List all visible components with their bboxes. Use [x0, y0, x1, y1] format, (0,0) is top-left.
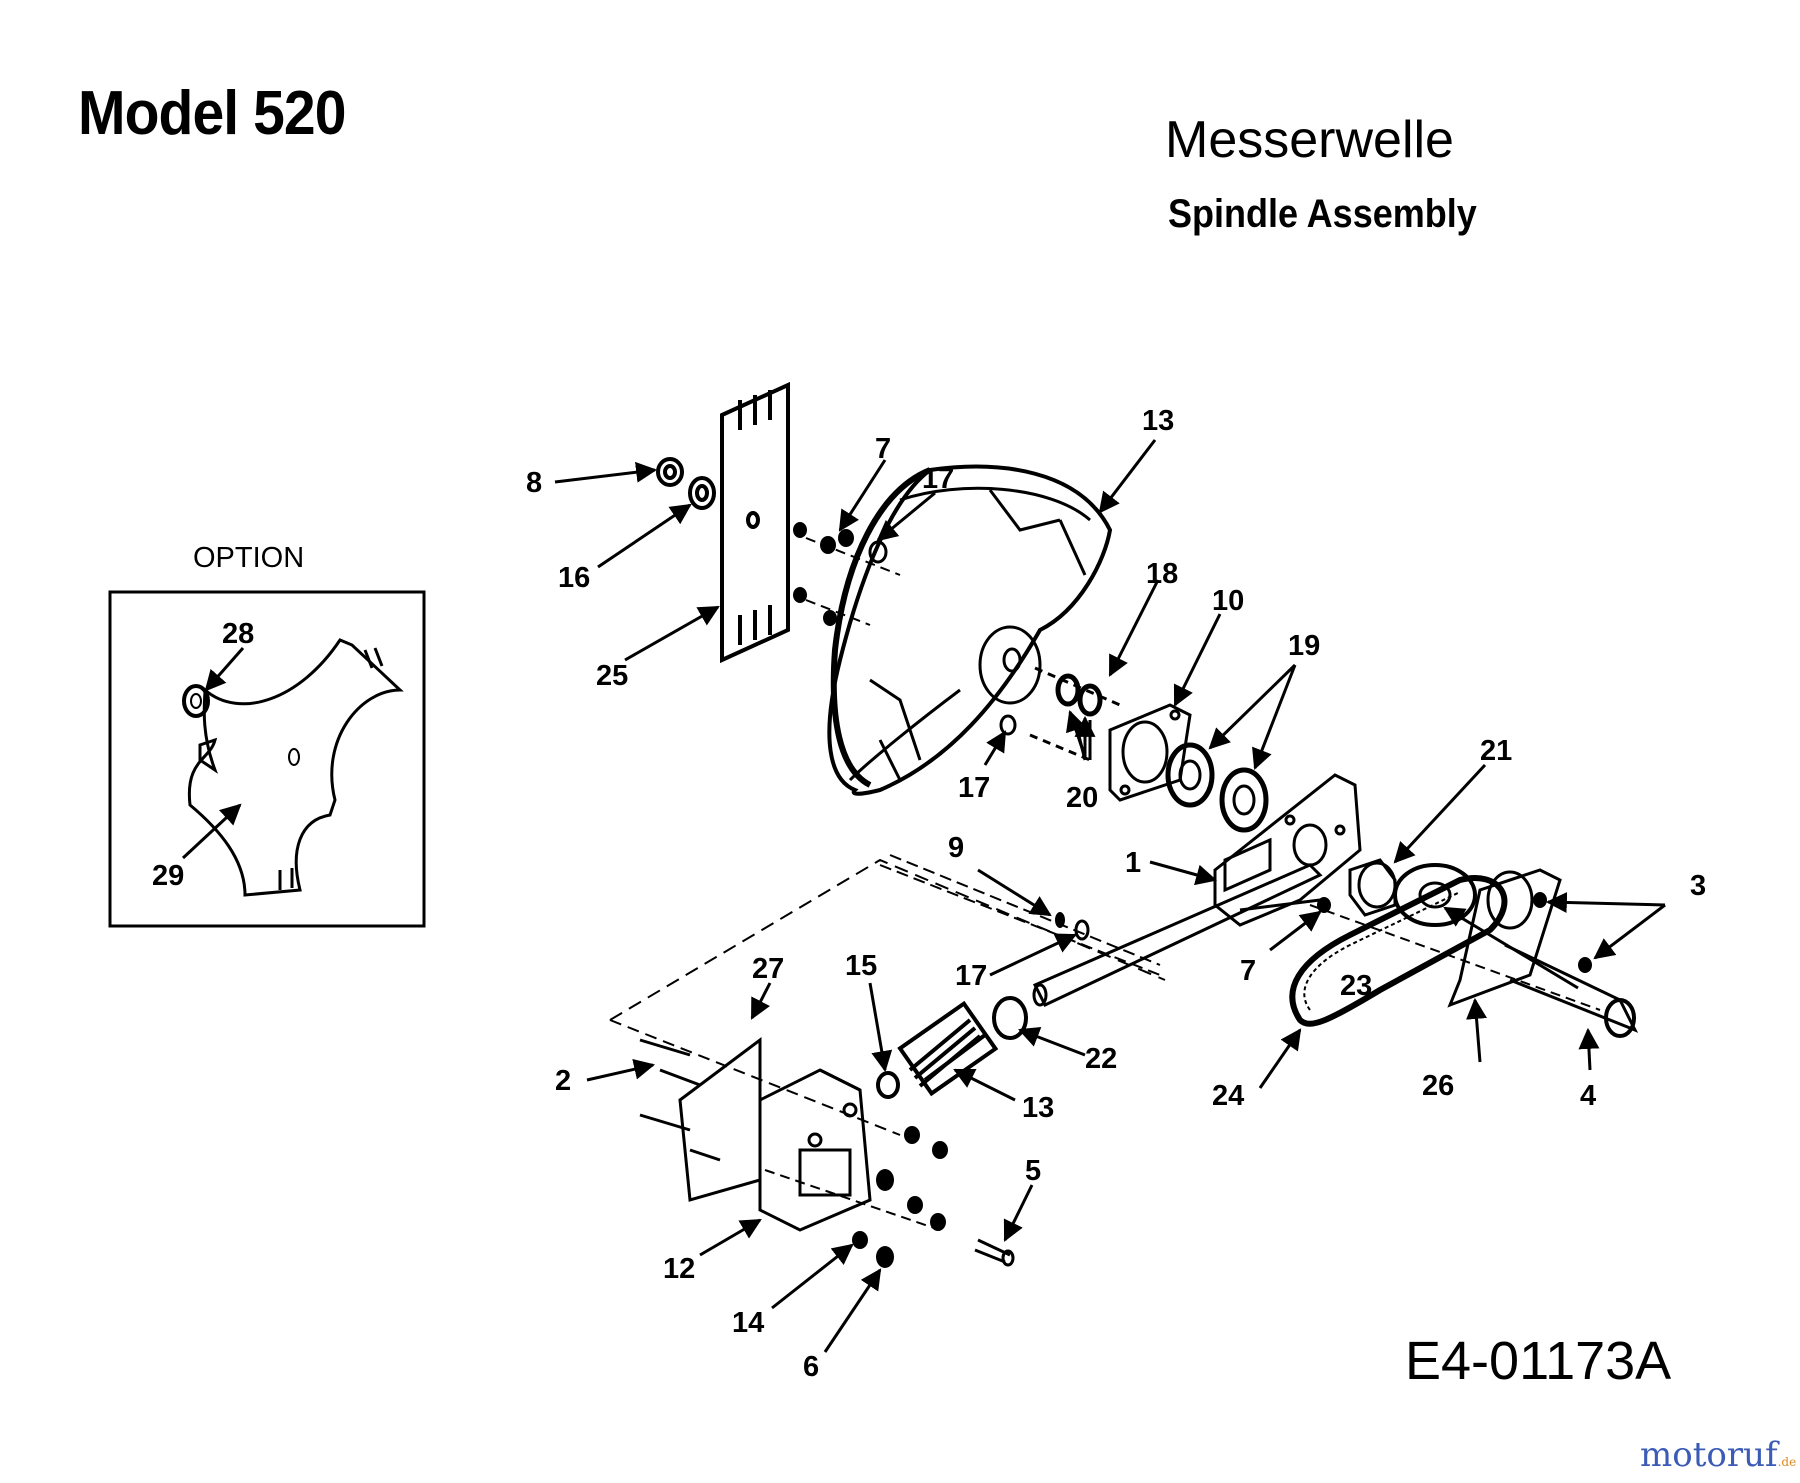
- option-box: [108, 590, 426, 928]
- callout-25: 25: [596, 660, 628, 692]
- callout-27: 27: [752, 953, 784, 985]
- bolt-part: [639, 1038, 721, 1162]
- callout-3: 3: [1690, 870, 1706, 902]
- option-label: OPTION: [193, 542, 305, 574]
- fastener-hardware: [793, 522, 854, 626]
- callout-19: 19: [1288, 630, 1320, 662]
- callout-9: 9: [948, 832, 964, 864]
- spindle-shaft-part: [1032, 863, 1323, 1007]
- callout-16: 16: [558, 562, 590, 594]
- callout-4: 4: [1580, 1080, 1596, 1112]
- assembly-title-german: Messerwelle: [1165, 111, 1454, 169]
- callout-8: 8: [526, 467, 542, 499]
- callout-15: 15: [845, 950, 877, 982]
- callout-6: 6: [803, 1351, 819, 1383]
- callout-13: 13: [1022, 1092, 1054, 1124]
- callout-1: 1: [1125, 847, 1141, 879]
- callout-21: 21: [1480, 735, 1512, 767]
- gearbox-bracket-part: [678, 1037, 872, 1232]
- watermark-logo: motoruf.de: [1640, 1435, 1796, 1475]
- nut-part: [656, 457, 684, 487]
- assembly-title-english: Spindle Assembly: [1168, 192, 1477, 236]
- nut-part: [852, 1126, 948, 1268]
- spring-part: [897, 1000, 999, 1097]
- callout-24: 23: [1340, 970, 1372, 1002]
- bushing-part: [992, 996, 1028, 1040]
- blade-plate-part: [720, 381, 790, 664]
- callout-11: 13: [1142, 405, 1174, 437]
- drawing-code: E4-01173A: [1405, 1331, 1672, 1391]
- model-title: Model 520: [78, 79, 346, 148]
- callout-leaders: [554, 439, 1666, 1353]
- callout-22: 22: [1085, 1043, 1117, 1075]
- callout-2: 2: [555, 1065, 571, 1097]
- callout-labels: 13 7 17 8 16 18 10 19 25 17 20 21 1 9 3 …: [152, 405, 1706, 1383]
- watermark-tld: .de: [1777, 1455, 1797, 1469]
- star-blade-part: [187, 638, 404, 897]
- washer-part: [688, 476, 716, 510]
- callout-17a: 17: [922, 463, 954, 495]
- callout-18: 18: [1146, 558, 1178, 590]
- side-frame-part: [1213, 773, 1362, 927]
- callout-14: 14: [732, 1307, 764, 1339]
- washer-part: [182, 684, 210, 718]
- callout-23: 24: [1212, 1080, 1244, 1112]
- bearing-hardware: [999, 647, 1121, 762]
- callout-10: 10: [1212, 585, 1244, 617]
- callout-12: 12: [663, 1253, 695, 1285]
- watermark-name: motoruf: [1640, 1435, 1778, 1475]
- pulley-assembly-part: [1289, 858, 1639, 1038]
- callout-17b: 17: [958, 772, 990, 804]
- callout-20: 20: [1066, 782, 1098, 814]
- bolt-part: [974, 1238, 1015, 1267]
- callout-17c: 17: [955, 960, 987, 992]
- callout-7b: 7: [1240, 955, 1256, 987]
- bearing-part: [1165, 742, 1269, 833]
- callout-5: 5: [1025, 1155, 1041, 1187]
- callout-26: 26: [1422, 1070, 1454, 1102]
- callout-28: 28: [222, 618, 254, 650]
- callout-29: 29: [152, 860, 184, 892]
- blade-housing-part: [827, 464, 1113, 796]
- callout-7a: 7: [875, 433, 891, 465]
